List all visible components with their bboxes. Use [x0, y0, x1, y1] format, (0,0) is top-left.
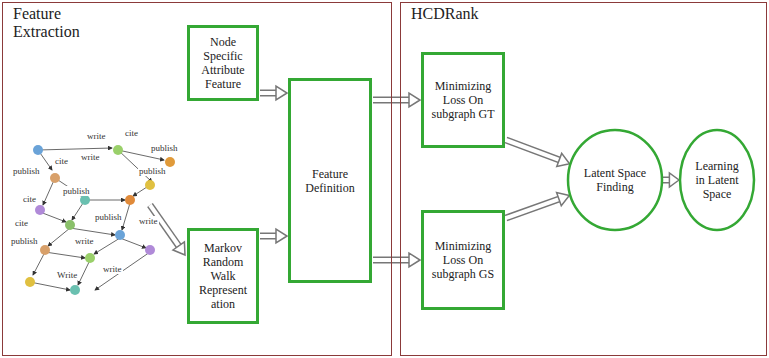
- node-label: Minimizing Loss On subgraph GT: [427, 79, 499, 121]
- hollow-arrow: [504, 193, 569, 219]
- hollow-arrow: [371, 93, 420, 107]
- panel-title: HCDRank: [411, 5, 506, 23]
- relation-label: Write: [56, 270, 78, 280]
- process-box: Node Specific Attribute Feature: [187, 25, 259, 101]
- node-label: Node Specific Attribute Feature: [193, 35, 253, 91]
- relation-label: write: [80, 152, 101, 162]
- hollow-arrow: [258, 86, 287, 100]
- panel-title: Feature Extraction: [13, 5, 108, 41]
- node-label: Markov Random Walk Represent ation: [193, 241, 253, 311]
- relation-label: publish: [62, 186, 91, 196]
- relation-label: cite: [54, 156, 69, 166]
- network-people: [25, 145, 175, 295]
- process-box: Feature Definition: [288, 78, 372, 283]
- hollow-arrow: [371, 253, 420, 267]
- relation-label: cite: [22, 194, 37, 204]
- relation-label: publish: [12, 166, 41, 176]
- process-box: Minimizing Loss On subgraph GT: [421, 52, 505, 148]
- relation-label: write: [86, 131, 107, 141]
- relation-label: write: [102, 264, 123, 274]
- section-panel: HCDRankMinimizing Loss On subgraph GT Min…: [400, 2, 767, 356]
- process-ellipse: Latent Space Finding: [566, 128, 664, 232]
- relation-label: write: [74, 236, 95, 246]
- hollow-arrow: [504, 139, 569, 166]
- node-label: Latent Space Finding: [582, 166, 649, 194]
- node-label: Feature Definition: [294, 167, 366, 195]
- node-label: Minimizing Loss On subgraph GS: [427, 239, 499, 281]
- hollow-arrow: [661, 173, 679, 187]
- node-label: Learning in Latent Space: [690, 159, 743, 201]
- section-panel: Feature ExtractionNode Specific Attribut…: [2, 2, 392, 356]
- relation-label: cite: [124, 128, 139, 138]
- hollow-arrow: [258, 229, 287, 243]
- process-box: Markov Random Walk Represent ation: [187, 228, 259, 324]
- hollow-arrow: [150, 205, 185, 255]
- relation-label: publish: [10, 236, 39, 246]
- relation-label: write: [138, 216, 159, 226]
- process-box: Minimizing Loss On subgraph GS: [421, 210, 505, 310]
- relation-label: publish: [94, 212, 123, 222]
- relation-label: cite: [14, 218, 29, 228]
- relation-label: publish: [138, 166, 167, 176]
- process-ellipse: Learning in Latent Space: [678, 128, 756, 232]
- relation-label: publish: [150, 143, 179, 153]
